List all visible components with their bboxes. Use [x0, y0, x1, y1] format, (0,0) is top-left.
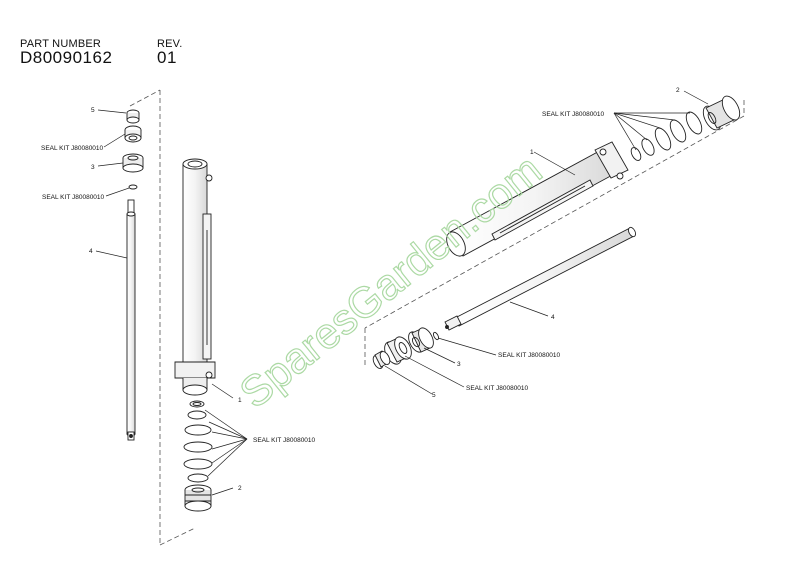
left-piston-part — [184, 484, 212, 512]
left-callout-gland: 3 — [91, 164, 95, 171]
left-callout-seal-kit-bottom: SEAL KIT J80080010 — [253, 437, 316, 444]
right-o-ring — [432, 331, 440, 341]
rev-label: REV. — [157, 38, 183, 50]
right-assembly — [364, 90, 745, 395]
left-seal-kit-bottom-rings — [183, 400, 213, 483]
left-callout-rod: 4 — [89, 248, 93, 255]
left-callouts: 5 SEAL KIT J80080010 3 SEAL KIT J8008001… — [41, 107, 316, 492]
left-o-ring — [128, 184, 138, 190]
left-callout-seal-kit-oring: SEAL KIT J80080010 — [42, 194, 105, 201]
left-rod-part — [126, 199, 136, 441]
left-barrel-part — [174, 158, 216, 396]
right-gland-part — [408, 327, 434, 353]
left-callout-nut: 5 — [91, 107, 95, 114]
right-callout-seal-kit-gland: SEAL KIT J80080010 — [498, 352, 561, 359]
right-callout-nut: 5 — [432, 392, 436, 399]
left-leader-lines — [95, 109, 248, 496]
right-callout-barrel: 1 — [530, 149, 534, 156]
part-number-label: PART NUMBER — [20, 38, 102, 50]
right-leader-lines — [384, 90, 709, 395]
watermark-text: SparesGarden.com — [231, 146, 551, 418]
right-dashed-frame — [364, 100, 745, 365]
left-callout-barrel: 1 — [238, 397, 242, 404]
right-callout-gland: 3 — [457, 361, 461, 368]
left-gland-part — [122, 153, 144, 173]
left-callout-seal-kit-top: SEAL KIT J80080010 — [41, 145, 104, 152]
left-nut-part — [126, 109, 140, 124]
right-barrel-part — [446, 141, 629, 257]
right-callout-rod: 4 — [551, 314, 555, 321]
right-rod-part — [444, 226, 636, 331]
left-seal-ring-top — [124, 125, 142, 143]
left-callout-piston: 2 — [238, 485, 242, 492]
right-callout-seal-kit-top: SEAL KIT J80080010 — [542, 111, 605, 118]
right-nut-part — [372, 350, 391, 369]
rev-value: 01 — [157, 48, 177, 67]
left-dashed-frame — [129, 89, 196, 546]
right-callout-seal-kit-nut: SEAL KIT J80080010 — [466, 385, 529, 392]
right-callout-piston: 2 — [676, 87, 680, 94]
right-piston-part — [702, 95, 741, 131]
part-number-value: D80090162 — [20, 48, 113, 67]
right-callouts: 2 SEAL KIT J80080010 1 4 SEAL KIT J80080… — [432, 87, 680, 399]
left-assembly — [95, 89, 248, 546]
right-seal-kit-top-rings — [630, 111, 703, 161]
